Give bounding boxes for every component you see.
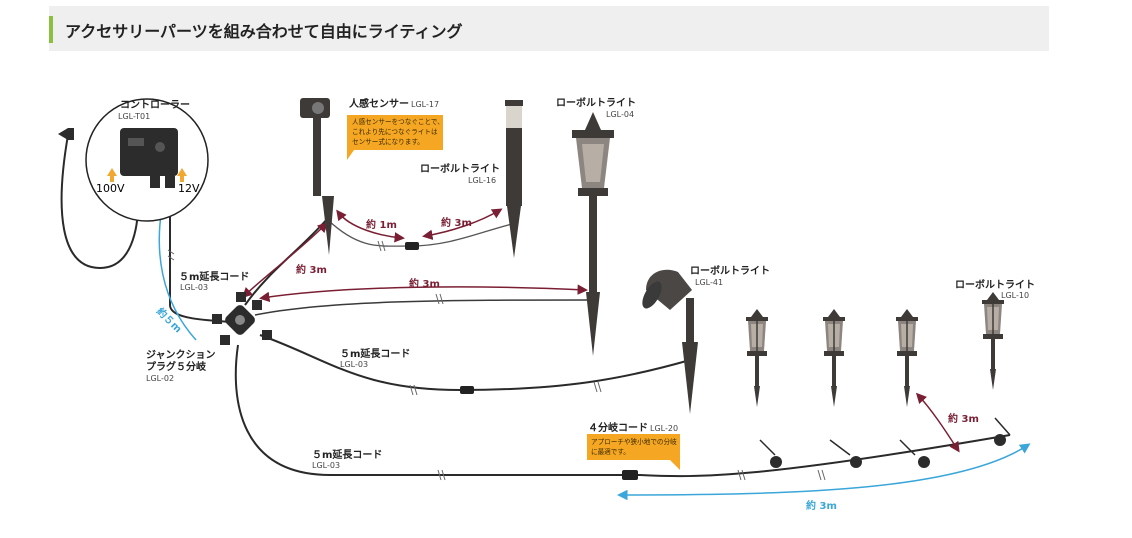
ext1-code: LGL-03 — [180, 283, 208, 292]
header-accent-bar — [49, 16, 53, 43]
spot41-name: ローボルトライト — [690, 264, 770, 277]
sensor-note-line-3: センサー式になります。 — [352, 137, 424, 146]
bollard16-code: LGL-16 — [468, 176, 496, 185]
sensor-note-line-2: これより先につなぐライトは — [352, 127, 438, 136]
ext2-name: ５m延長コード — [340, 347, 410, 360]
distance-bollard16-3m: 約 3m — [441, 216, 472, 229]
split4-name: ４分岐コード — [588, 421, 648, 434]
controller-input-label: 100V — [96, 182, 125, 195]
distance-sensor-3m: 約 3m — [296, 263, 327, 276]
bollard10-code: LGL-10 — [1001, 291, 1029, 300]
bollard10-name: ローボルトライト — [955, 278, 1035, 291]
split4-note: アプローチや狭小地での分岐 に最適です。 — [587, 434, 680, 470]
lantern10-row — [745, 291, 1005, 408]
bollard16-fixture — [505, 100, 523, 258]
controller-output-label: 12V — [178, 182, 200, 195]
bollard04-name: ローボルトライト — [556, 96, 636, 109]
distance-sensor-1m: 約 1m — [366, 218, 397, 231]
ext3-code: LGL-03 — [312, 461, 340, 470]
distance-blue-5m: 約５m — [154, 305, 185, 336]
distance-bollard04-3m: 約 3m — [409, 277, 440, 290]
spot41-fixture — [642, 269, 698, 414]
sensor-note-line-1: 人感センサーをつなぐことで、 — [352, 117, 444, 126]
bollard04-code: LGL-04 — [606, 110, 634, 119]
power-plug-icon — [58, 128, 74, 140]
sensor-code: LGL-17 — [411, 100, 439, 109]
split4-note-line-2: に最適です。 — [591, 447, 630, 456]
junction-plug — [212, 292, 272, 345]
distance-bottom-3m: 約 3m — [806, 499, 837, 512]
section-title: アクセサリーパーツを組み合わせて自由にライティング — [65, 22, 463, 41]
distance-row-3m: 約 3m — [948, 412, 979, 425]
spot41-code: LGL-41 — [695, 278, 723, 287]
sensor-note: 人感センサーをつなぐことで、 これより先につなぐライトは センサー式になります。 — [347, 115, 444, 160]
sensor-name: 人感センサー — [349, 97, 409, 110]
lantern04-fixture — [572, 112, 614, 356]
ext1-name: ５m延長コード — [179, 270, 249, 283]
section-header: アクセサリーパーツを組み合わせて自由にライティング — [49, 6, 1049, 51]
controller-box — [120, 128, 178, 176]
junction-name-line1: ジャンクション — [146, 349, 216, 361]
output-arrow-icon — [177, 168, 187, 182]
controller-group: コントローラー LGL-T01 100V 12V — [58, 98, 209, 222]
controller-name: コントローラー — [120, 99, 190, 111]
ext2-code: LGL-03 — [340, 360, 368, 369]
controller-code: LGL-T01 — [118, 112, 150, 121]
sensor-fixture — [300, 98, 334, 255]
junction-name-line2: プラグ５分岐 — [146, 360, 206, 373]
input-arrow-icon — [107, 168, 117, 182]
split4-connectors — [770, 434, 1006, 468]
bollard16-name: ローボルトライト — [420, 162, 500, 175]
ext3-name: ５m延長コード — [312, 448, 382, 461]
split4-note-line-1: アプローチや狭小地での分岐 — [591, 437, 677, 446]
split4-code: LGL-20 — [650, 424, 678, 433]
distance-arrows — [155, 205, 1031, 501]
cables — [60, 134, 1011, 478]
junction-code: LGL-02 — [146, 374, 174, 383]
